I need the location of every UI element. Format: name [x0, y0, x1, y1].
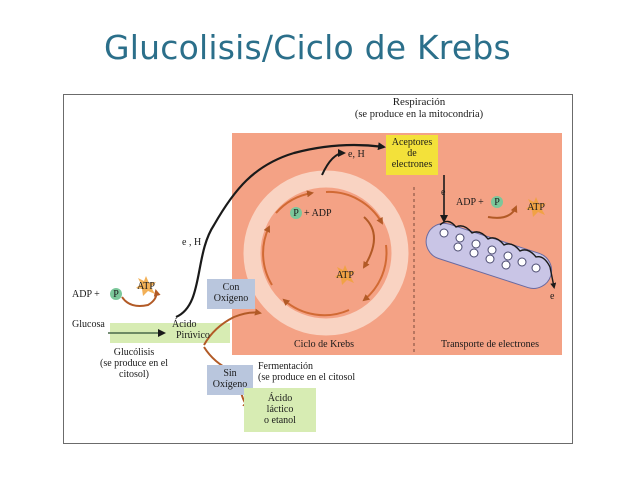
krebs-electron-arrow [321, 149, 346, 176]
respiracion-subtitle: (se produce en la mitocondria) [354, 109, 484, 120]
inner-atp-arrow [362, 216, 375, 269]
respiracion-title: Respiración [392, 96, 446, 108]
fermentacion-line1: Fermentación [258, 361, 313, 372]
p-circle-right [491, 196, 503, 208]
atp-star-krebs [335, 265, 355, 285]
electron-flow-arrow [175, 142, 386, 319]
con-oxigeno-line1: Con [222, 282, 240, 293]
slide-title: Glucolisis/Ciclo de Krebs [104, 28, 511, 67]
e-right-label: e [441, 187, 446, 198]
lactic-acid-box [244, 388, 316, 432]
fermentacion-line2: (se produce en el citosol [258, 372, 356, 383]
e-bottom-label: e [550, 291, 555, 302]
glucolisis-line1: Glucólisis [113, 347, 155, 358]
krebs-p-label: P [293, 208, 299, 219]
atp-star-left [136, 276, 156, 296]
acido-piruvico-line2: Pirúvico [176, 330, 210, 341]
adp-left-label: ADP + [72, 289, 100, 300]
glucosa-label: Glucosa [72, 319, 105, 330]
transport-carriers [439, 228, 541, 273]
e-h-top-label: e, H [348, 149, 365, 160]
aceptores-line1: Aceptores [391, 137, 433, 148]
atp-right-label: ATP [527, 202, 545, 213]
transport-exit-arrow [549, 266, 557, 289]
sin-oxigeno-line1: Sin [223, 368, 237, 379]
transport-chain-arrows [439, 220, 551, 268]
e-h-mid-label: e , H [182, 237, 202, 248]
atp-left-label: ATP [137, 281, 155, 292]
pyruvate-to-krebs-arrow [203, 308, 262, 346]
krebs-ring-arrows [262, 190, 388, 317]
p-circle-krebs [290, 207, 302, 219]
sin-oxigeno-line2: Oxígeno [212, 379, 248, 390]
right-atp-arrow [487, 205, 518, 219]
p-left-label: P [113, 289, 119, 300]
transporte-label: Transporte de electrones [441, 339, 539, 350]
adp-right-label: ADP + [456, 197, 484, 208]
krebs-atp-label: ATP [336, 270, 354, 281]
ciclo-krebs-label: Ciclo de Krebs [294, 339, 354, 350]
glycolysis-box [110, 323, 230, 343]
glucolisis-line3: citosol) [119, 369, 149, 380]
acido-lactico-line1: Ácido [267, 393, 293, 404]
left-atp-arrow [121, 289, 161, 307]
acido-piruvico-line1: Ácido [172, 319, 197, 330]
acido-lactico-line2: láctico [266, 404, 294, 415]
diagram-graphics [108, 133, 562, 432]
p-right-label: P [494, 197, 500, 208]
krebs-adp-label: + ADP [304, 208, 332, 219]
krebs-diagram: Respiración (se produce en la mitocondri… [63, 94, 573, 444]
acido-lactico-line3: o etanol [264, 415, 296, 426]
p-circle-left [110, 288, 122, 300]
con-oxigeno-box [207, 279, 255, 309]
aceptores-line2: de [407, 148, 417, 159]
atp-star-right [526, 197, 546, 217]
acceptors-box [386, 135, 438, 175]
glucolisis-line2: (se produce en el [99, 358, 169, 369]
aceptores-line3: electrones [391, 159, 433, 170]
con-oxigeno-line2: Oxígeno [213, 293, 249, 304]
krebs-ring [243, 170, 409, 336]
